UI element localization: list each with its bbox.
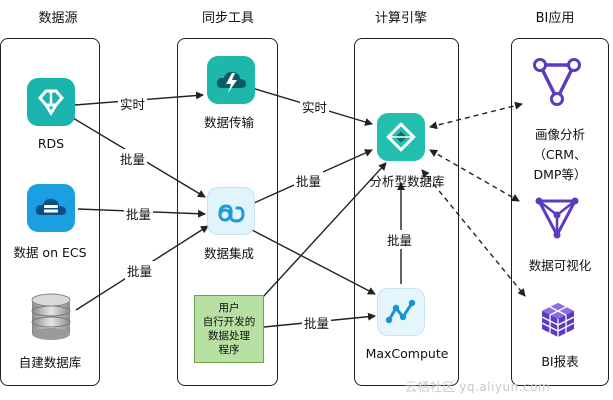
integration-label: 数据集成 [203, 246, 254, 261]
infinity-loop-icon [207, 187, 255, 235]
edge-adb-portrait [429, 101, 523, 130]
user-program-box: 用户 自行开发的 数据处理 程序 [194, 295, 264, 363]
ecs-label: 数据 on ECS [13, 245, 87, 260]
portrait-label-3: DMP等） [533, 167, 587, 182]
edge-label-integration-adb: 批量 [294, 171, 324, 190]
rds-label: RDS [37, 136, 65, 151]
visualization-label: 数据可视化 [528, 258, 592, 273]
rds-icon [27, 78, 75, 126]
user-program-line-2: 自行开发的 [202, 316, 256, 328]
portrait-label-2: （CRM、 [533, 147, 587, 162]
selfbuilt-db-label: 自建数据库 [18, 355, 82, 370]
pyramid-graph-icon [534, 195, 580, 241]
edge-label-selfdb-integration: 批量 [125, 261, 155, 280]
source-column [0, 38, 100, 386]
bi-report-label: BI报表 [541, 354, 579, 369]
maxcompute-label: MaxCompute [365, 346, 449, 361]
edge-label-user-mc: 批量 [302, 313, 332, 332]
portrait-label-1: 画像分析 [534, 127, 585, 142]
edge-adb-bireport [421, 169, 526, 297]
analytic-db-icon [377, 113, 425, 161]
cloud-lightning-icon [207, 56, 255, 104]
edge-label-rds-integration: 批量 [118, 149, 148, 168]
maxcompute-icon [377, 288, 425, 336]
triangle-nodes-icon [531, 57, 583, 109]
cube-grid-icon [538, 300, 578, 340]
edge-label-rds-transfer: 实时 [118, 94, 148, 113]
column-title-sync: 同步工具 [201, 11, 254, 26]
edge-user-adb [261, 162, 387, 299]
column-title-bi: BI应用 [535, 11, 575, 26]
edge-label-ecs-integration: 批量 [124, 204, 154, 223]
user-program-line-3: 数据处理 [208, 330, 250, 342]
watermark: 云栖社区 yq.aliyun.com [405, 380, 551, 394]
edge-label-mc-adb: 批量 [385, 230, 415, 249]
database-cylinder-icon [26, 292, 76, 342]
column-title-engine: 计算引擎 [374, 11, 427, 26]
sync-column [177, 38, 278, 386]
column-title-source: 数据源 [38, 11, 78, 26]
cloud-server-icon [27, 184, 75, 232]
user-program-line-4: 程序 [218, 344, 240, 356]
analytic-db-label: 分析型数据库 [369, 174, 445, 189]
edge-label-transfer-adb: 实时 [300, 97, 330, 116]
transfer-label: 数据传输 [203, 115, 254, 130]
edge-integration-mc [251, 229, 376, 295]
user-program-line-1: 用户 [218, 302, 240, 314]
